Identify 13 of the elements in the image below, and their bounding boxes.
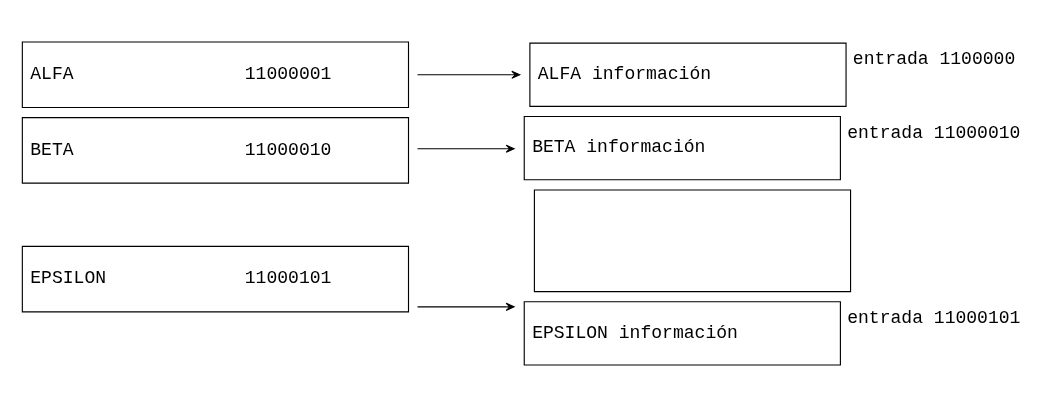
arrow [416,302,515,311]
node-box: BETA 11000010 [21,117,410,184]
node-box: EPSILON 11000101 [21,245,410,313]
node-label: entrada 1100000 [852,49,1016,70]
node-box: BETA información [523,116,841,181]
node-box: EPSILON información [523,301,841,366]
node-label: entrada 11000101 [847,307,1021,328]
arrow [416,144,515,153]
node-box [533,189,852,293]
arrow [416,70,521,79]
node-box: ALFA información [529,42,847,107]
node-label: entrada 11000010 [847,122,1021,143]
node-box: ALFA 11000001 [21,41,410,109]
